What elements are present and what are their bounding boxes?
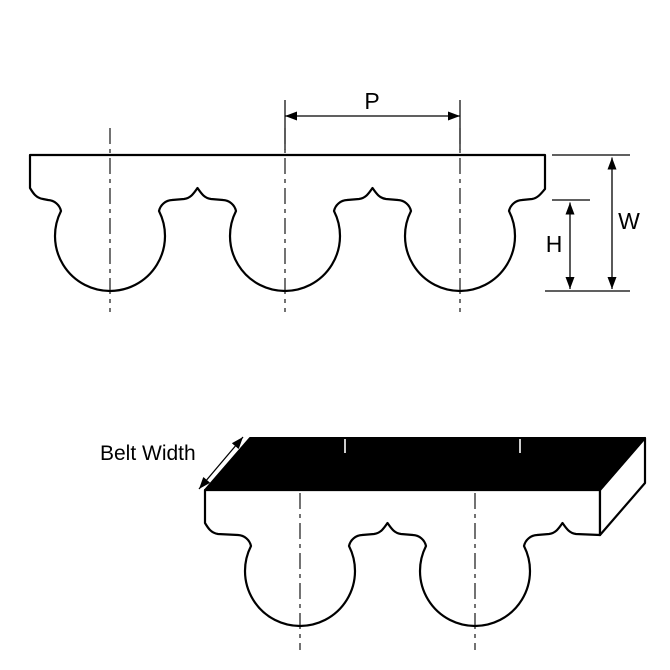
belt-top-face bbox=[204, 437, 646, 491]
profile-view bbox=[28, 128, 547, 312]
width-dimension: W bbox=[545, 154, 640, 292]
pitch-label: P bbox=[364, 88, 379, 114]
belt-width-label: Belt Width bbox=[100, 442, 196, 465]
height-label: H bbox=[546, 231, 563, 257]
belt-width-arrow bbox=[198, 436, 244, 490]
pitch-dimension: P bbox=[284, 88, 461, 150]
belt-front-profile bbox=[203, 488, 602, 627]
width-label: W bbox=[618, 208, 640, 234]
belt-width-annotation: Belt Width bbox=[100, 436, 244, 490]
height-dimension: H bbox=[546, 199, 590, 289]
isometric-view bbox=[203, 436, 647, 650]
belt-profile-outline bbox=[28, 153, 547, 292]
